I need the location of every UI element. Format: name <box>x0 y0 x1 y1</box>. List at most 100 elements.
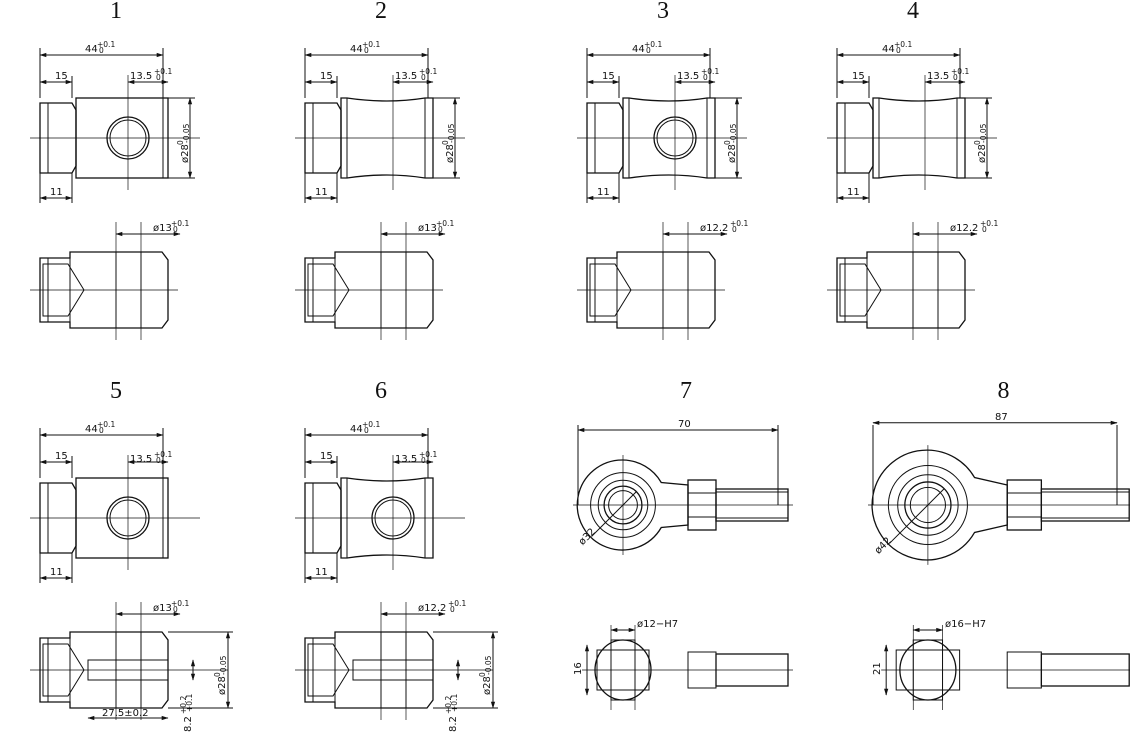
counterbore <box>307 263 350 317</box>
dim-bore: ø12.2 <box>700 223 728 234</box>
dim-hole-pos: 13.5 <box>130 71 152 82</box>
section-outline <box>39 631 169 709</box>
dim-bore-lower-tol: 0 <box>438 225 443 234</box>
part-1-label: 1 <box>110 0 122 24</box>
dim-hole-pos-upper-tol: +0.1 <box>951 67 969 76</box>
dim-hole-pos-lower-tol: 0 <box>421 456 426 465</box>
part-4-label: 4 <box>907 0 919 24</box>
dim-length-upper-tol: +0.1 <box>644 40 662 49</box>
dim-dia: ø28 <box>180 144 191 163</box>
dim-bottom: 11 <box>50 187 63 198</box>
counterbore <box>42 643 85 697</box>
dim-slot-w: 8.2 <box>183 716 194 732</box>
dim-length-lower-tol: 0 <box>646 46 651 55</box>
dim-hole-pos-upper-tol: +0.1 <box>154 67 172 76</box>
dim-hole-pos-lower-tol: 0 <box>953 73 958 82</box>
dim-length-lower-tol: 0 <box>99 426 104 435</box>
pin-body-outline <box>340 477 434 559</box>
dim-length: 44 <box>85 44 98 55</box>
dim-slot-w-upper-tol: +0.2 <box>444 696 453 714</box>
part-8-label: 8 <box>997 378 1009 404</box>
dim-dia-lower-tol: -0.05 <box>447 123 456 143</box>
dim-hole-pos: 13.5 <box>395 454 417 465</box>
dim-dia-upper-tol: 0 <box>176 140 185 145</box>
dim-length: 44 <box>632 44 645 55</box>
part-6-label: 6 <box>375 378 387 404</box>
dim-dia-lower-tol: -0.05 <box>182 123 191 143</box>
dim-length-lower-tol: 0 <box>364 46 369 55</box>
dim-bottom: 11 <box>315 187 328 198</box>
dim-eye: ø32 <box>577 527 598 548</box>
counterbore <box>42 263 85 317</box>
section-outline <box>304 631 434 709</box>
dim-eye: ø42 <box>873 535 894 556</box>
dim-hole-pos-lower-tol: 0 <box>421 73 426 82</box>
dim-left: 15 <box>55 71 68 82</box>
dim-slot-w-group: 8.2+0.2+0.1 <box>444 694 459 732</box>
dim-length-upper-tol: +0.1 <box>97 420 115 429</box>
dim-section-dia: ø28 <box>482 676 493 695</box>
rod-eye-outline <box>576 459 689 551</box>
dim-bore-lower-tol: 0 <box>173 605 178 614</box>
dim-section-dia-lower-tol: -0.05 <box>484 655 493 675</box>
dim-bore-upper-tol: +0.1 <box>171 599 189 608</box>
dim-bore: ø12.2 <box>418 603 446 614</box>
dim-dia: ø28 <box>977 144 988 163</box>
dim-length-upper-tol: +0.1 <box>362 40 380 49</box>
dim-width: 16 <box>573 662 584 675</box>
dim-hole-pos-lower-tol: 0 <box>156 73 161 82</box>
dim-hole-pos-upper-tol: +0.1 <box>701 67 719 76</box>
dim-length: 44 <box>882 44 895 55</box>
dim-length-upper-tol: +0.1 <box>362 420 380 429</box>
dim-hole-pos-upper-tol: +0.1 <box>419 67 437 76</box>
dim-bottom: 11 <box>50 567 63 578</box>
dim-eye-leader <box>591 491 637 537</box>
dim-bore-lower-tol: 0 <box>173 225 178 234</box>
dim-hole-pos-upper-tol: +0.1 <box>419 450 437 459</box>
dim-hole-pos: 13.5 <box>130 454 152 465</box>
dim-length: 44 <box>350 424 363 435</box>
dim-bore-upper-tol: +0.1 <box>436 219 454 228</box>
dim-bore: ø13 <box>153 223 172 234</box>
dim-section-dia-upper-tol: 0 <box>478 672 487 677</box>
dim-bore: ø13 <box>418 223 437 234</box>
dim-dia: ø28 <box>727 144 738 163</box>
dim-bore-lower-tol: 0 <box>732 225 737 234</box>
dim-slot-w-lower-tol: +0.1 <box>450 694 459 712</box>
dim-section-dia-lower-tol: -0.05 <box>219 655 228 675</box>
dim-bore-upper-tol: +0.1 <box>730 219 748 228</box>
dim-slot-w-upper-tol: +0.2 <box>179 696 188 714</box>
dim-length: 44 <box>85 424 98 435</box>
dim-bore-upper-tol: +0.1 <box>171 219 189 228</box>
dim-bottom: 11 <box>315 567 328 578</box>
dim-length-lower-tol: 0 <box>364 426 369 435</box>
dim-length-lower-tol: 0 <box>99 46 104 55</box>
dim-bore: ø12.2 <box>950 223 978 234</box>
part-3-label: 3 <box>657 0 669 24</box>
dim-bore: ø16−H7 <box>945 619 986 630</box>
side-shank <box>715 653 789 687</box>
dim-slot-w-group: 8.2 +0.2+0.1 <box>179 694 194 732</box>
dim-bore-upper-tol: +0.1 <box>448 599 466 608</box>
dim-bottom: 11 <box>847 187 860 198</box>
dim-dia-upper-tol: 0 <box>441 140 450 145</box>
dim-bore: ø13 <box>153 603 172 614</box>
dim-section-dia-upper-tol: 0 <box>213 672 222 677</box>
counterbore <box>307 643 350 697</box>
dim-bore-lower-tol: 0 <box>450 605 455 614</box>
counterbore <box>589 263 632 317</box>
dim-dia-upper-tol: 0 <box>723 140 732 145</box>
dim-slot-w-lower-tol: +0.1 <box>185 694 194 712</box>
